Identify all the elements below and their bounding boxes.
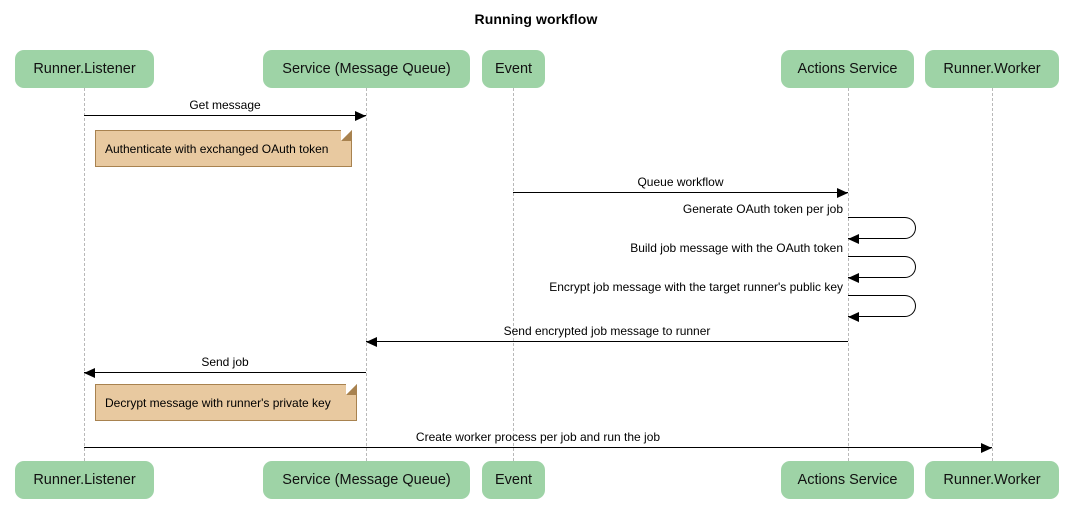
arrow-head-right-icon <box>837 188 848 198</box>
note-label: Decrypt message with runner's private ke… <box>105 395 331 410</box>
arrow-head-right-icon <box>355 111 366 121</box>
message-label-get-message: Get message <box>189 98 261 112</box>
arrow-head-left-icon <box>848 273 859 283</box>
participant-label: Runner.Worker <box>943 472 1041 488</box>
participant-label: Runner.Listener <box>33 61 136 77</box>
participant-top-runner-worker[interactable]: Runner.Worker <box>925 50 1059 88</box>
note-authenticate-with-exchanged-oauth-token: Authenticate with exchanged OAuth token <box>95 130 352 167</box>
message-label-create-worker-process-per-job-and-run-the-job: Create worker process per job and run th… <box>415 430 661 444</box>
participant-label: Event <box>494 61 533 77</box>
participant-bottom-service-message-queue[interactable]: Service (Message Queue) <box>263 461 470 499</box>
self-loop-encrypt-job-message-with-the-target-runners-public-key <box>848 295 916 317</box>
self-loop-generate-oauth-token-per-job <box>848 217 916 239</box>
participant-top-runner-listener[interactable]: Runner.Listener <box>15 50 154 88</box>
participant-label: Actions Service <box>797 61 898 77</box>
lifeline-service-message-queue <box>366 88 367 461</box>
participant-bottom-runner-listener[interactable]: Runner.Listener <box>15 461 154 499</box>
participant-bottom-runner-worker[interactable]: Runner.Worker <box>925 461 1059 499</box>
self-loop-build-job-message-with-the-oauth-token <box>848 256 916 278</box>
message-label-build-job-message-with-the-oauth-token: Build job message with the OAuth token <box>630 241 843 255</box>
participant-top-service-message-queue[interactable]: Service (Message Queue) <box>263 50 470 88</box>
note-fold-corner-icon <box>341 130 352 141</box>
message-line-send-encrypted-job-message-to-runner <box>366 341 848 342</box>
arrow-head-right-icon <box>981 443 992 453</box>
message-line-create-worker-process-per-job-and-run-the-job <box>84 447 992 448</box>
lifeline-runner-worker <box>992 88 993 461</box>
message-label-queue-workflow: Queue workflow <box>637 175 724 189</box>
arrow-head-left-icon <box>366 337 377 347</box>
arrow-head-left-icon <box>84 368 95 378</box>
lifeline-event <box>513 88 514 461</box>
message-label-generate-oauth-token-per-job: Generate OAuth token per job <box>682 202 843 216</box>
participant-top-event[interactable]: Event <box>482 50 545 88</box>
participant-label: Runner.Worker <box>943 61 1041 77</box>
note-fold-icon <box>341 130 352 141</box>
page-title: Running workflow <box>474 11 598 27</box>
participant-label: Service (Message Queue) <box>282 472 451 488</box>
note-decrypt-message-with-runners-private-key: Decrypt message with runner's private ke… <box>95 384 357 421</box>
note-fold-icon <box>346 384 357 395</box>
message-label-send-encrypted-job-message-to-runner: Send encrypted job message to runner <box>503 324 711 338</box>
participant-bottom-actions-service[interactable]: Actions Service <box>781 461 914 499</box>
lifeline-runner-listener <box>84 88 85 461</box>
note-fold-corner-icon <box>346 384 357 395</box>
arrow-head-left-icon <box>848 234 859 244</box>
message-line-send-job <box>84 372 366 373</box>
participant-bottom-event[interactable]: Event <box>482 461 545 499</box>
note-label: Authenticate with exchanged OAuth token <box>105 141 329 156</box>
participant-label: Service (Message Queue) <box>282 61 451 77</box>
message-line-queue-workflow <box>513 192 848 193</box>
message-line-get-message <box>84 115 366 116</box>
participant-label: Event <box>494 472 533 488</box>
participant-label: Actions Service <box>797 472 898 488</box>
message-label-send-job: Send job <box>201 355 249 369</box>
message-label-encrypt-job-message-with-the-target-runners-public-key: Encrypt job message with the target runn… <box>549 280 843 294</box>
participant-top-actions-service[interactable]: Actions Service <box>781 50 914 88</box>
arrow-head-left-icon <box>848 312 859 322</box>
participant-label: Runner.Listener <box>33 472 136 488</box>
